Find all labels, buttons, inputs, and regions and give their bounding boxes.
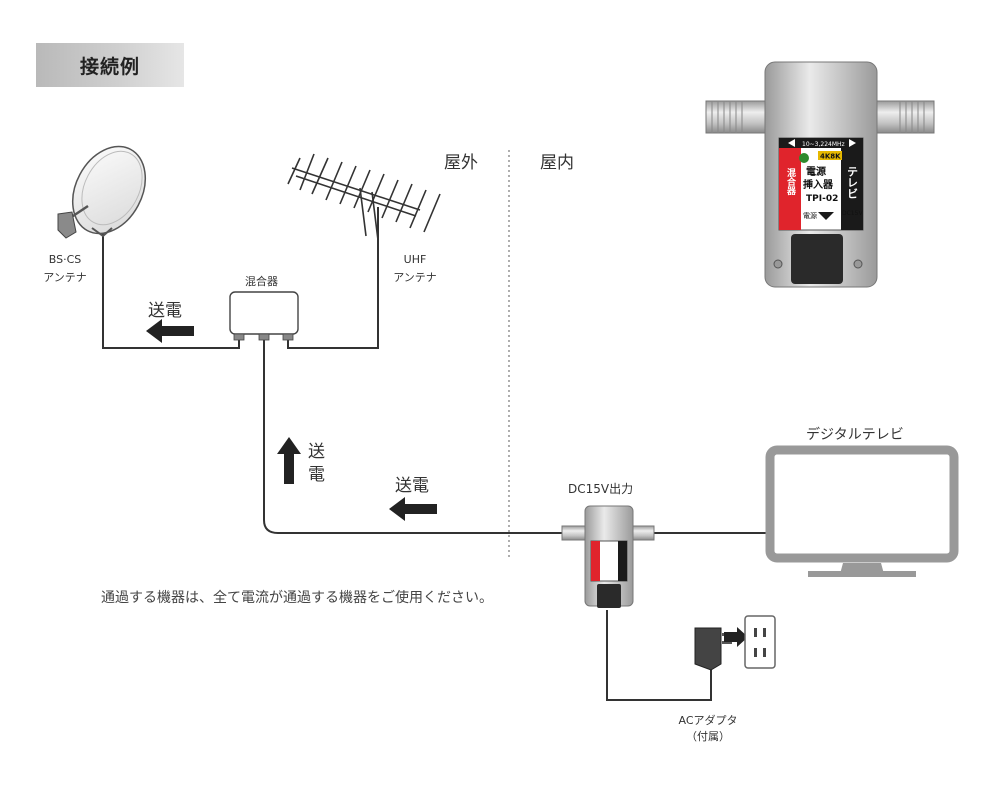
section-title-box: 接続例	[36, 43, 184, 87]
wall-outlet-icon	[744, 615, 776, 669]
cable-adapter	[606, 610, 712, 701]
uhf-antenna-label-line1: UHF	[403, 253, 427, 266]
cable-bs	[102, 232, 240, 349]
digital-tv-icon	[765, 445, 959, 577]
indoor-label: 屋内	[540, 153, 574, 173]
power-arrow-left-top	[146, 319, 194, 343]
injector-side-text: 混合器	[785, 167, 797, 196]
injector-name-line1: 電源	[806, 165, 826, 178]
power-arrow-left-bottom	[389, 497, 437, 521]
bs-cs-antenna-icon	[57, 145, 147, 239]
cable-mixer-to-injector	[263, 337, 568, 534]
ac-adapter-label-line2: （付属）	[686, 730, 730, 743]
section-title: 接続例	[79, 55, 140, 78]
injector-name-line2: 挿入器	[803, 178, 834, 191]
injector-dc-text: DC15V	[842, 210, 863, 217]
injector-large-illustration	[705, 61, 935, 288]
bs-cs-antenna-label-line2: アンテナ	[43, 271, 87, 284]
bs-cs-antenna-label: BS·CS アンテナ	[40, 251, 90, 287]
usage-note: 通過する機器は、全て電流が通過する機器をご使用ください。	[101, 590, 493, 606]
cable-uhf	[287, 207, 379, 349]
mixer-label: 混合器	[245, 275, 278, 288]
power-arrow-up	[277, 437, 301, 484]
injector-freq-text: 10~3,224MHz	[802, 141, 845, 148]
cables	[102, 207, 770, 701]
plug-arrow-icon	[724, 627, 748, 647]
uhf-antenna-icon	[287, 153, 441, 241]
injector-tv-text: テレビ	[846, 166, 859, 199]
injector-small-illustration	[561, 505, 655, 608]
power-feed-label-vertical-2: 電	[308, 465, 325, 485]
mixer-icon	[229, 291, 299, 341]
bs-cs-antenna-label-line1: BS·CS	[48, 253, 82, 266]
uhf-antenna-label-line2: アンテナ	[393, 271, 437, 284]
power-feed-label-vertical-1: 送	[308, 442, 325, 462]
outdoor-label: 屋外	[444, 153, 478, 173]
injector-output-label: DC15V出力	[568, 482, 634, 496]
digital-tv-label: デジタルテレビ	[806, 427, 904, 443]
injector-model-text: TPI-02	[806, 194, 838, 204]
injector-4k8k-badge: 4K8K	[820, 153, 841, 161]
ac-adapter-label: ACアダプタ （付属）	[668, 713, 748, 745]
injector-power-text: 電源	[803, 211, 817, 220]
uhf-antenna-label: UHF アンテナ	[390, 251, 440, 287]
ac-adapter-label-line1: ACアダプタ	[678, 714, 738, 727]
power-feed-label-bottom: 送電	[395, 476, 429, 496]
power-feed-label-top: 送電	[148, 301, 182, 321]
